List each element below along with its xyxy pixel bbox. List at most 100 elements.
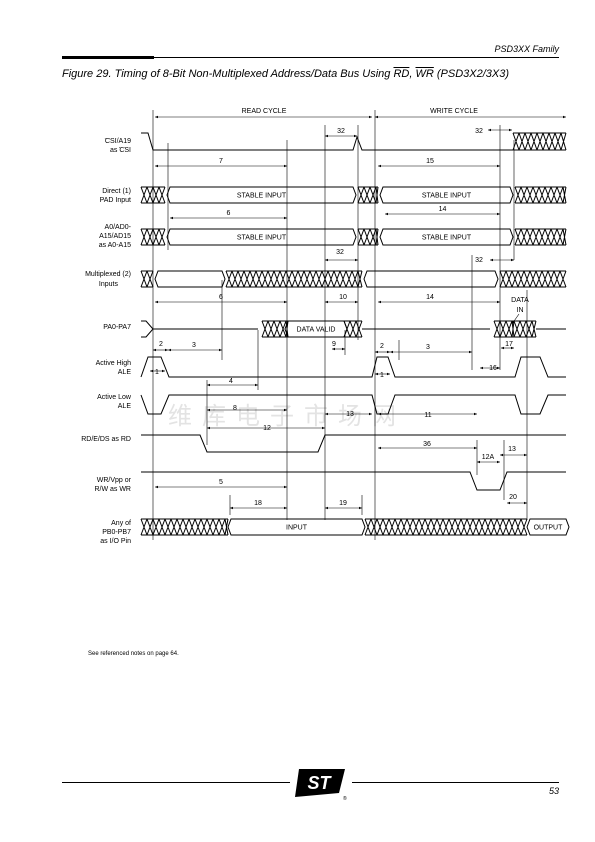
timing-label-9: 9	[332, 341, 336, 348]
valid-bus-region	[227, 518, 366, 536]
valid-bus-region	[166, 186, 357, 204]
invalid-bus-region	[499, 270, 567, 288]
timing-label-6: 6	[227, 210, 231, 217]
timing-label-14-b: 14	[426, 294, 434, 301]
signal-label-rd: RD/E/DS as RD	[81, 436, 131, 443]
document-family: PSD3XX Family	[494, 44, 559, 54]
pa-start	[141, 320, 154, 338]
ale-high-waveform	[140, 356, 566, 378]
timing-label-7: 7	[219, 158, 223, 165]
figure-title-suffix: (PSD3X2/3X3)	[433, 68, 510, 80]
invalid-bus-region	[357, 228, 379, 246]
footer-rule-left	[62, 782, 290, 783]
valid-bus-region	[526, 518, 570, 536]
st-logo-text: ST	[307, 773, 332, 793]
signal-label-csi-as: as CSI	[110, 147, 131, 154]
signal-label-wr: WR/Vpp or	[97, 477, 132, 484]
timing-label-8: 8	[233, 405, 237, 412]
registered-mark: ®	[343, 795, 347, 801]
figure-title-sep: ,	[409, 68, 416, 80]
timing-label-13: 13	[346, 411, 354, 418]
timing-arrows	[150, 115, 566, 510]
a0-stable-input-2: STABLE INPUT	[422, 235, 472, 242]
timing-label-16: 16	[489, 365, 497, 372]
st-logo-shape	[295, 769, 345, 797]
invalid-bus-region	[493, 320, 515, 338]
figure-title: Figure 29. Timing of 8-Bit Non-Multiplex…	[62, 68, 509, 80]
valid-bus-region	[379, 228, 514, 246]
timing-label-19: 19	[339, 500, 347, 507]
watermark: 维库电子市场网	[168, 402, 406, 430]
signal-label-ale-low-2: ALE	[118, 403, 132, 410]
reference-lines	[152, 110, 528, 540]
st-logo: ST ®	[295, 769, 347, 801]
figure-title-rd: RD	[393, 68, 410, 80]
figure-title-prefix: Figure 29. Timing of 8-Bit Non-Multiplex…	[62, 68, 394, 80]
timing-label-2-b: 2	[380, 343, 384, 350]
timing-label-32-c: 32	[475, 257, 483, 264]
signal-label-pa: PA0-PA7	[103, 324, 131, 331]
signal-label-pb: Any of	[111, 520, 131, 527]
timing-label-4: 4	[229, 378, 233, 385]
timing-label-12a: 12A	[482, 454, 495, 461]
timing-label-11: 11	[424, 412, 431, 419]
signal-label-ale-low: Active Low	[97, 394, 132, 401]
rd-waveform	[141, 434, 566, 453]
timing-label-36: 36	[423, 441, 431, 448]
timing-label-1: 1	[155, 369, 159, 376]
timing-label-32-a: 32	[337, 128, 345, 135]
timing-label-2: 2	[159, 341, 163, 348]
signal-label-mux: Multiplexed (2)	[85, 271, 131, 278]
invalid-bus-region	[513, 320, 537, 338]
pa-data-in-2: IN	[517, 307, 524, 314]
timing-label-12: 12	[263, 425, 271, 432]
signal-label-wr-2: R/W as WR	[94, 486, 131, 493]
header-rule	[62, 57, 559, 58]
timing-label-3: 3	[192, 342, 196, 349]
direct-stable-input-1: STABLE INPUT	[237, 193, 287, 200]
invalid-bus-region	[364, 518, 528, 536]
valid-bus-region	[379, 186, 514, 204]
footnote: See referenced notes on page 64.	[88, 651, 179, 657]
wr-waveform	[141, 471, 566, 491]
signal-label-ale-high-2: ALE	[118, 369, 132, 376]
page-number: 53	[548, 786, 559, 796]
invalid-bus-region	[514, 228, 567, 246]
timing-label-3-b: 3	[426, 344, 430, 351]
signal-label-a0-3: as A0-A15	[99, 242, 131, 249]
signal-label-pb-3: as I/O Pin	[100, 538, 131, 545]
figure-title-wr: WR	[415, 68, 434, 80]
csi-waveform	[141, 132, 513, 151]
pa-data-in: DATA	[511, 297, 529, 304]
signal-label-direct: Direct (1)	[102, 188, 131, 195]
direct-stable-input-2: STABLE INPUT	[422, 193, 472, 200]
timing-label-15: 15	[426, 158, 434, 165]
signal-label-a0: A0/AD0-	[105, 224, 132, 231]
invalid-bus-region	[357, 186, 379, 204]
write-cycle-label: WRITE CYCLE	[430, 108, 478, 115]
valid-bus-region	[363, 270, 499, 288]
read-cycle-label: READ CYCLE	[242, 108, 287, 115]
timing-label-10: 10	[339, 294, 347, 301]
signal-label-a0-2: A15/AD15	[99, 233, 131, 240]
timing-label-14: 14	[439, 206, 447, 213]
timing-label-1-b: 1	[380, 372, 384, 379]
invalid-bus-region	[225, 270, 363, 288]
timing-label-20: 20	[509, 494, 517, 501]
timing-label-32-d: 32	[475, 128, 483, 135]
invalid-bus-region	[343, 320, 363, 338]
pa-data-valid: DATA VALID	[297, 327, 336, 334]
pb-output: OUTPUT	[534, 525, 564, 532]
signal-label-direct-2: PAD Input	[100, 197, 131, 204]
timing-label-5: 5	[219, 479, 223, 486]
timing-label-6-b: 6	[219, 294, 223, 301]
invalid-bus-region	[140, 518, 229, 536]
invalid-bus-region	[140, 270, 154, 288]
timing-label-13-b: 13	[508, 446, 516, 453]
signal-label-ale-high: Active High	[96, 360, 132, 367]
bus-waveforms	[140, 132, 570, 536]
pb-input: INPUT	[286, 525, 308, 532]
header-bar	[62, 56, 154, 59]
